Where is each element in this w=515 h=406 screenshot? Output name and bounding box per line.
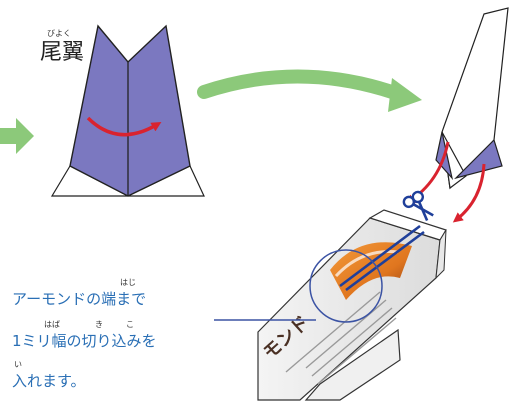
almond-box: モンド xyxy=(257,209,447,401)
caption-line3-ruby: い xyxy=(14,360,22,369)
caption-line2-ruby-2: き xyxy=(95,320,103,329)
folded-wing-purple-left xyxy=(454,138,503,180)
slit-line-2 xyxy=(345,230,425,292)
box-bottom-flap xyxy=(304,328,401,401)
title-ruby: びよく xyxy=(47,29,71,38)
callout-circle xyxy=(309,249,383,323)
scissors-icon xyxy=(402,190,434,222)
slit-line-1 xyxy=(339,224,421,288)
green-arrow-curved xyxy=(197,69,422,112)
caption-line-2: 1ミリ幅の切り込みを xyxy=(12,332,157,350)
caption-line-3: 入れます。 xyxy=(12,372,86,390)
green-arrow-left xyxy=(0,118,34,154)
folded-wing-side xyxy=(435,7,509,190)
tail-wing-diagram xyxy=(50,24,205,197)
caption-line-1: アーモンドの端まで xyxy=(12,290,147,308)
caption-line2-ruby-1: はば xyxy=(44,320,60,329)
wing-body xyxy=(69,24,191,197)
curved-arrow-icon-2 xyxy=(452,163,486,223)
caption-line2-ruby-3: こ xyxy=(126,320,134,329)
caption-line1-ruby: はじ xyxy=(120,278,136,287)
box-print-lines xyxy=(285,291,397,385)
rotate-arrow-icon xyxy=(86,116,162,137)
tail-wing-label: 尾翼 xyxy=(40,40,85,65)
